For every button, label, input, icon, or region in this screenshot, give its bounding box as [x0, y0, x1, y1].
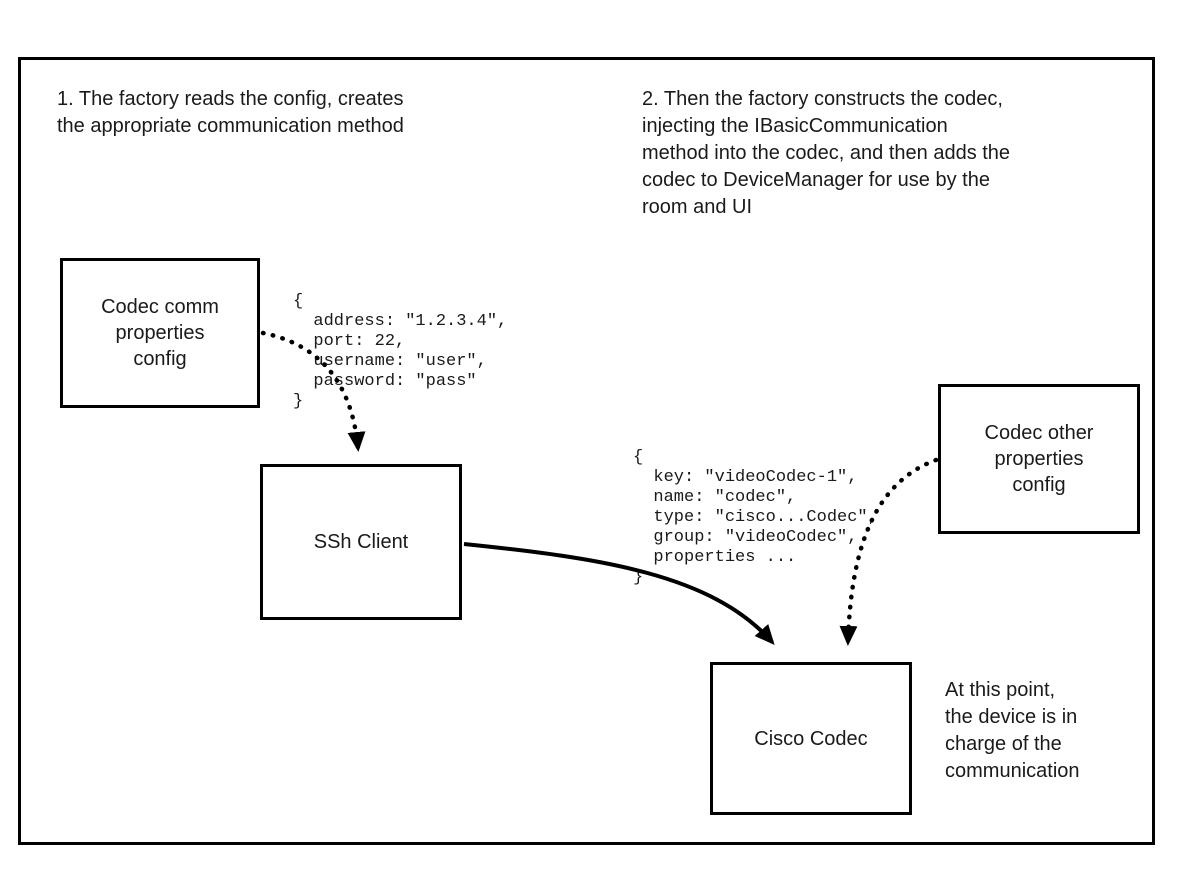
node-label-cisco-codec: Cisco Codec: [754, 727, 868, 750]
node-label-ssh-client: SSh Client: [313, 531, 409, 553]
diagram-border: [18, 57, 1155, 845]
node-label-codec-comm-properties-config: Codec comm properties config: [101, 296, 219, 370]
annotation-step-1: 1. The factory reads the config, creates…: [57, 88, 404, 137]
code-snippet-codec-properties: { key: "videoCodec-1", name: "codec", ty…: [633, 448, 878, 587]
code-snippet-comm-properties: { address: "1.2.3.4", port: 22, username…: [293, 292, 508, 411]
node-codec-comm-properties-config: Codec comm properties config: [60, 258, 260, 408]
node-codec-other-properties-config: Codec other properties config: [938, 384, 1140, 534]
node-label-codec-other-properties-config: Codec other properties config: [984, 422, 1094, 496]
node-ssh-client: SSh Client: [260, 464, 462, 620]
node-cisco-codec: Cisco Codec: [710, 662, 912, 815]
annotation-step-2: 2. Then the factory constructs the codec…: [642, 88, 1011, 218]
annotation-final-note: At this point, the device is in charge o…: [945, 679, 1080, 782]
